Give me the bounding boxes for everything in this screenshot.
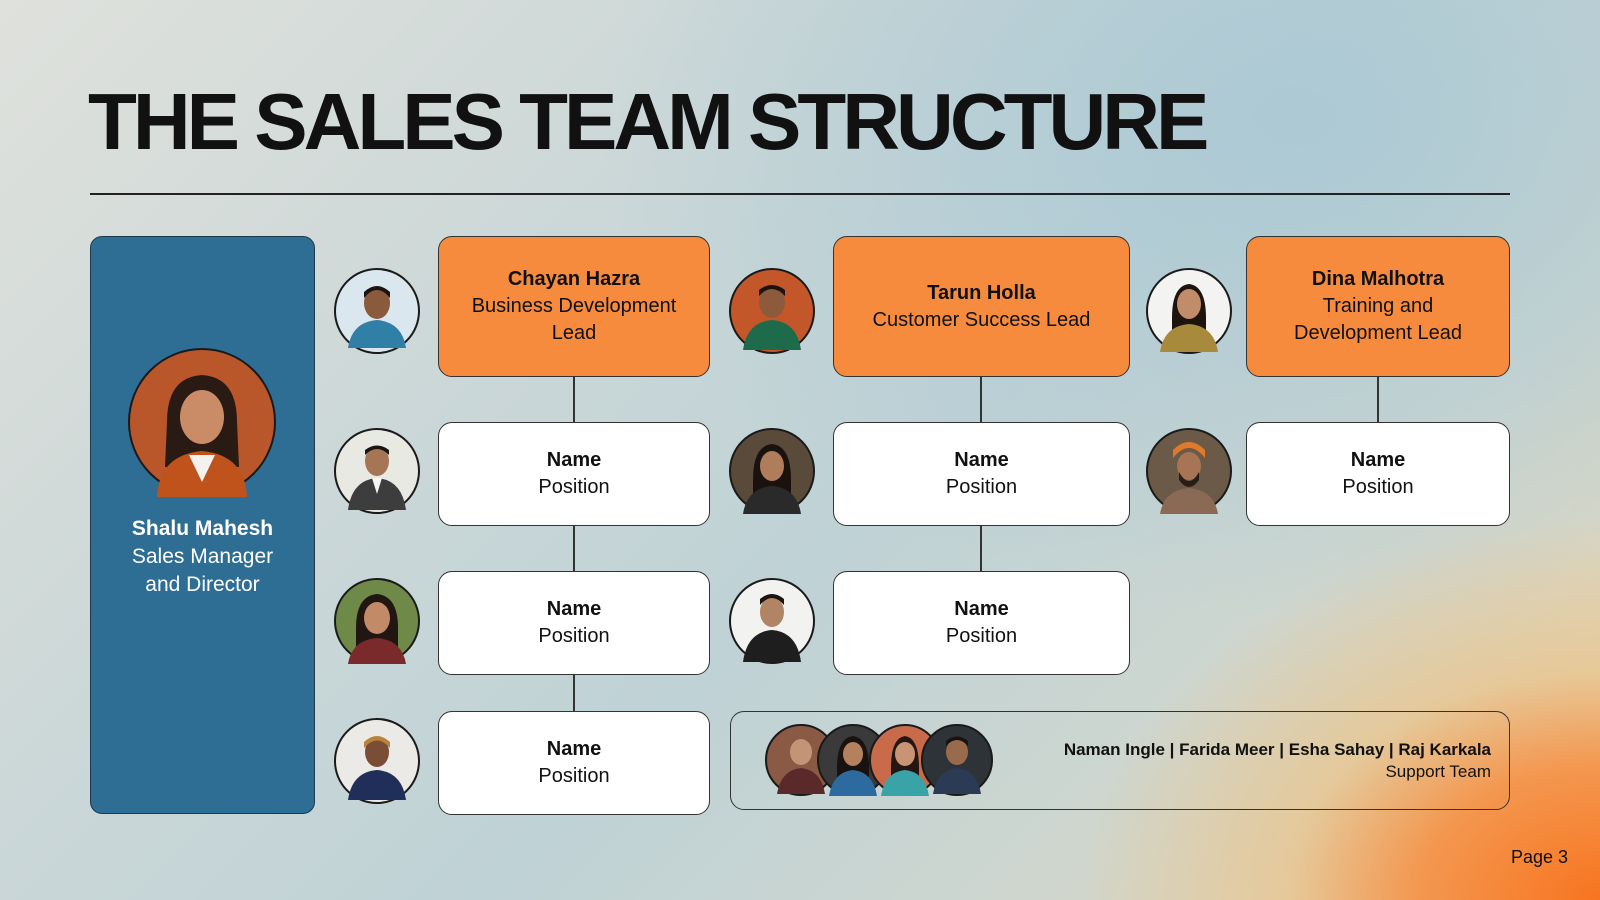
title-divider xyxy=(90,193,1510,195)
lead-position: Customer Success Lead xyxy=(872,308,1091,331)
member-box: Name Position xyxy=(438,422,710,526)
manager-position: Sales Manager and Director xyxy=(131,545,274,596)
lead-position: Training and Development Lead xyxy=(1294,295,1462,344)
lead-name: Dina Malhotra xyxy=(1311,268,1445,290)
avatar-chayan-hazra xyxy=(334,268,420,354)
member-box: Name Position xyxy=(833,422,1130,526)
connector xyxy=(573,674,575,711)
member-box: Name Position xyxy=(438,711,710,815)
member-position: Position xyxy=(538,476,610,498)
connector xyxy=(573,525,575,571)
manager-card: Shalu Mahesh Sales Manager and Director xyxy=(90,236,315,814)
support-avatar xyxy=(869,724,941,796)
member-name: Name xyxy=(954,449,1009,471)
connector xyxy=(1377,376,1379,422)
support-avatar xyxy=(921,724,993,796)
member-box: Name Position xyxy=(833,571,1130,675)
manager-avatar xyxy=(127,347,277,497)
member-box: Name Position xyxy=(438,571,710,675)
avatar-member-2-1 xyxy=(729,428,815,514)
member-name: Name xyxy=(546,449,602,471)
manager-name: Shalu Mahesh xyxy=(131,517,274,540)
lead-box-dina-malhotra: Dina Malhotra Training and Development L… xyxy=(1246,236,1510,377)
member-name: Name xyxy=(546,598,602,620)
lead-box-chayan-hazra: Chayan Hazra Business Development Lead xyxy=(438,236,710,377)
avatar-tarun-holla xyxy=(729,268,815,354)
support-team-label: Support Team xyxy=(1385,762,1491,781)
member-box: Name Position xyxy=(1246,422,1510,526)
lead-box-tarun-holla: Tarun Holla Customer Success Lead xyxy=(833,236,1130,377)
member-name: Name xyxy=(1350,449,1406,471)
page-number: Page 3 xyxy=(1510,847,1568,867)
member-position: Position xyxy=(1342,476,1414,498)
avatar-member-2-2 xyxy=(729,578,815,664)
lead-name: Chayan Hazra xyxy=(507,268,641,290)
page-title: THE SALES TEAM STRUCTURE xyxy=(88,77,1209,166)
member-position: Position xyxy=(538,765,610,787)
support-team-names: Naman Ingle | Farida Meer | Esha Sahay |… xyxy=(1063,740,1491,759)
lead-name: Tarun Holla xyxy=(927,281,1036,304)
avatar-member-3-1 xyxy=(1146,428,1232,514)
avatar-dina-malhotra xyxy=(1146,268,1232,354)
avatar-member-1-3 xyxy=(334,718,420,804)
support-team-card: Naman Ingle | Farida Meer | Esha Sahay |… xyxy=(730,711,1510,810)
avatar-member-1-1 xyxy=(334,428,420,514)
member-position: Position xyxy=(538,625,610,647)
support-avatar xyxy=(765,724,837,796)
member-name: Name xyxy=(546,738,602,760)
avatar-member-1-2 xyxy=(334,578,420,664)
member-name: Name xyxy=(954,598,1009,620)
member-position: Position xyxy=(945,625,1018,647)
member-position: Position xyxy=(945,476,1018,498)
connector xyxy=(573,376,575,422)
connector xyxy=(980,525,982,571)
connector xyxy=(980,376,982,422)
lead-position: Business Development Lead xyxy=(471,295,677,344)
